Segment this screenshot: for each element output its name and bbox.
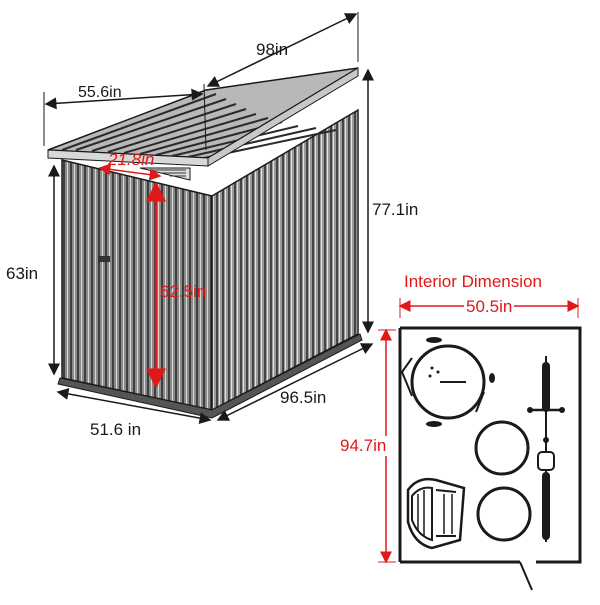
lawn-chair-icon: [406, 477, 466, 550]
interior-title: Interior Dimension: [404, 272, 542, 291]
interior-width-label: 50.5in: [464, 297, 515, 317]
door-width-label: 21.8in: [108, 150, 155, 169]
roof: [47, 67, 359, 167]
plan-outline: [400, 326, 582, 564]
bicycle-icon: [527, 356, 565, 542]
tire-icon: [474, 420, 530, 476]
roof-width-line: [44, 88, 204, 110]
roof-width-label: 55.6in: [78, 84, 122, 101]
floor-plan: [378, 298, 582, 591]
base-width-label: 51.6 in: [90, 420, 142, 439]
depth-top-label: 98in: [256, 40, 289, 59]
door-width-line: [98, 163, 162, 181]
tire-icon: [476, 486, 532, 542]
base-width-line: [56, 388, 212, 424]
base-depth-line: [216, 343, 374, 421]
bbq-grill-icon: [400, 337, 495, 427]
dimension-lines: [43, 12, 374, 424]
base-depth-label: 96.5in: [280, 388, 327, 407]
roof-edge: [207, 67, 359, 167]
door-height-label: 62.5in: [160, 282, 207, 301]
door-handle: [98, 256, 110, 262]
front-height-label: 63in: [6, 264, 39, 283]
side-wall: [211, 108, 359, 412]
plan-door: [519, 561, 533, 591]
total-height-label: 77.1in: [372, 200, 419, 219]
interior-depth-label: 94.7in: [338, 436, 389, 456]
depth-top-line: [206, 13, 358, 87]
